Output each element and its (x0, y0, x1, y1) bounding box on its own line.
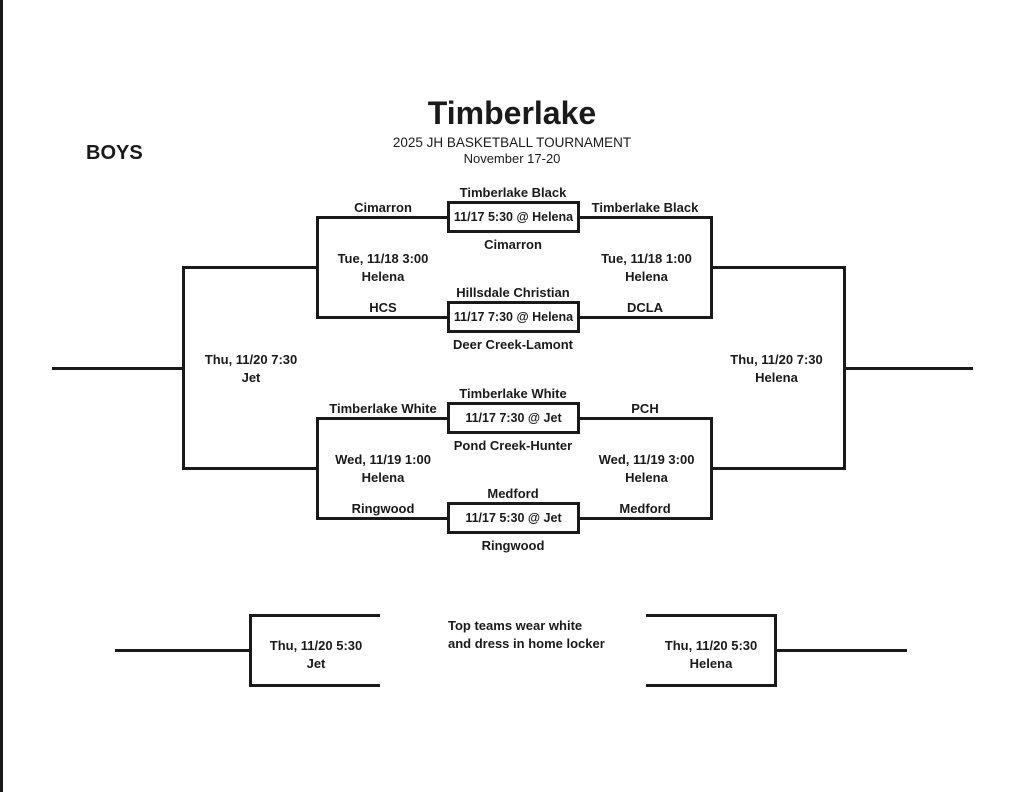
bracket-line (319, 517, 447, 520)
consolation-left-info: Thu, 11/20 5:30 Jet (252, 637, 380, 672)
game1-box: 11/17 5:30 @ Helena (447, 201, 580, 233)
game4-top-team-label: Medford (487, 486, 539, 501)
consolation-datetime: Thu, 11/20 5:30 (269, 638, 363, 653)
game1-top-team-label: Timberlake Black (459, 185, 567, 200)
semifinal-location: Helena (625, 469, 668, 485)
division-label: BOYS (86, 142, 143, 164)
tournament-title: Timberlake (427, 95, 597, 131)
bracket-line (843, 266, 846, 470)
semifinal-datetime: Tue, 11/18 3:00 (337, 251, 429, 266)
note-line1: Top teams wear white (448, 618, 583, 633)
note-line2: and dress in home locker (448, 636, 605, 651)
bracket-line (319, 316, 447, 319)
bracket-line (777, 649, 907, 652)
game3-bottom-team-label: Pond Creek-Hunter (453, 438, 573, 453)
semifinal-left-bottom-info: Wed, 11/19 1:00 Helena (319, 451, 447, 486)
semifinal-location: Helena (625, 268, 668, 284)
bracket-line (249, 614, 380, 617)
tournament-dates: November 17-20 (463, 151, 561, 166)
game1-left-seed-label: Cimarron (354, 200, 412, 215)
semifinal-right-bottom-info: Wed, 11/19 3:00 Helena (580, 451, 713, 486)
final-right-info: Thu, 11/20 7:30 Helena (710, 351, 843, 386)
note-text: Top teams wear white and dress in home l… (448, 617, 648, 653)
scan-edge-line (0, 0, 3, 792)
bracket-line (646, 684, 777, 687)
bracket-line (182, 266, 319, 269)
final-location: Jet (241, 369, 261, 385)
bracket-line (182, 467, 319, 470)
bracket-line (52, 367, 182, 370)
game2-left-seed-label: HCS (369, 300, 397, 315)
bracket-line (846, 367, 973, 370)
game4-detail: 11/17 5:30 @ Jet (465, 511, 562, 525)
bracket-line (249, 614, 252, 687)
semifinal-datetime: Wed, 11/19 3:00 (598, 452, 695, 467)
tournament-subtitle: 2025 JH BASKETBALL TOURNAMENT (392, 135, 632, 150)
consolation-location: Helena (689, 655, 733, 671)
bracket-line (580, 517, 710, 520)
semifinal-datetime: Tue, 11/18 1:00 (601, 251, 692, 266)
game1-right-seed-label: Timberlake Black (591, 200, 699, 215)
bracket-line (646, 614, 777, 617)
bracket-line (580, 316, 710, 319)
final-left-info: Thu, 11/20 7:30 Jet (186, 351, 316, 386)
consolation-right-info: Thu, 11/20 5:30 Helena (648, 637, 774, 672)
bracket-line (319, 216, 447, 219)
game2-right-seed-label: DCLA (626, 300, 664, 315)
semifinal-left-top-info: Tue, 11/18 3:00 Helena (319, 250, 447, 285)
bracket-line (115, 649, 249, 652)
game4-left-seed-label: Ringwood (351, 501, 415, 516)
bracket-line (710, 467, 846, 470)
game3-detail: 11/17 7:30 @ Jet (465, 411, 562, 425)
game4-box: 11/17 5:30 @ Jet (447, 502, 580, 534)
game2-bottom-team-label: Deer Creek-Lamont (453, 337, 573, 352)
consolation-datetime: Thu, 11/20 5:30 (664, 638, 758, 653)
final-datetime: Thu, 11/20 7:30 (204, 352, 298, 367)
bracket-line (249, 684, 380, 687)
bracket-line (580, 216, 710, 219)
game3-right-seed-label: PCH (631, 401, 659, 416)
game2-detail: 11/17 7:30 @ Helena (453, 310, 574, 324)
semifinal-location: Helena (361, 469, 405, 485)
bracket-line (710, 266, 846, 269)
game3-box: 11/17 7:30 @ Jet (447, 402, 580, 434)
game4-right-seed-label: Medford (619, 501, 671, 516)
game2-box: 11/17 7:30 @ Helena (447, 301, 580, 333)
final-location: Helena (755, 369, 798, 385)
semifinal-location: Helena (361, 268, 405, 284)
semifinal-right-top-info: Tue, 11/18 1:00 Helena (580, 250, 713, 285)
consolation-location: Jet (306, 655, 326, 671)
game1-bottom-team-label: Cimarron (484, 237, 542, 252)
bracket-line (319, 417, 447, 420)
game1-detail: 11/17 5:30 @ Helena (453, 210, 574, 224)
game3-left-seed-label: Timberlake White (329, 401, 437, 416)
bracket-line (182, 266, 185, 470)
bracket-line (774, 614, 777, 687)
game3-top-team-label: Timberlake White (459, 386, 567, 401)
game2-top-team-label: Hillsdale Christian (456, 285, 570, 300)
bracket-line (580, 417, 710, 420)
game4-bottom-team-label: Ringwood (481, 538, 545, 553)
semifinal-datetime: Wed, 11/19 1:00 (335, 452, 431, 467)
final-datetime: Thu, 11/20 7:30 (730, 352, 823, 367)
